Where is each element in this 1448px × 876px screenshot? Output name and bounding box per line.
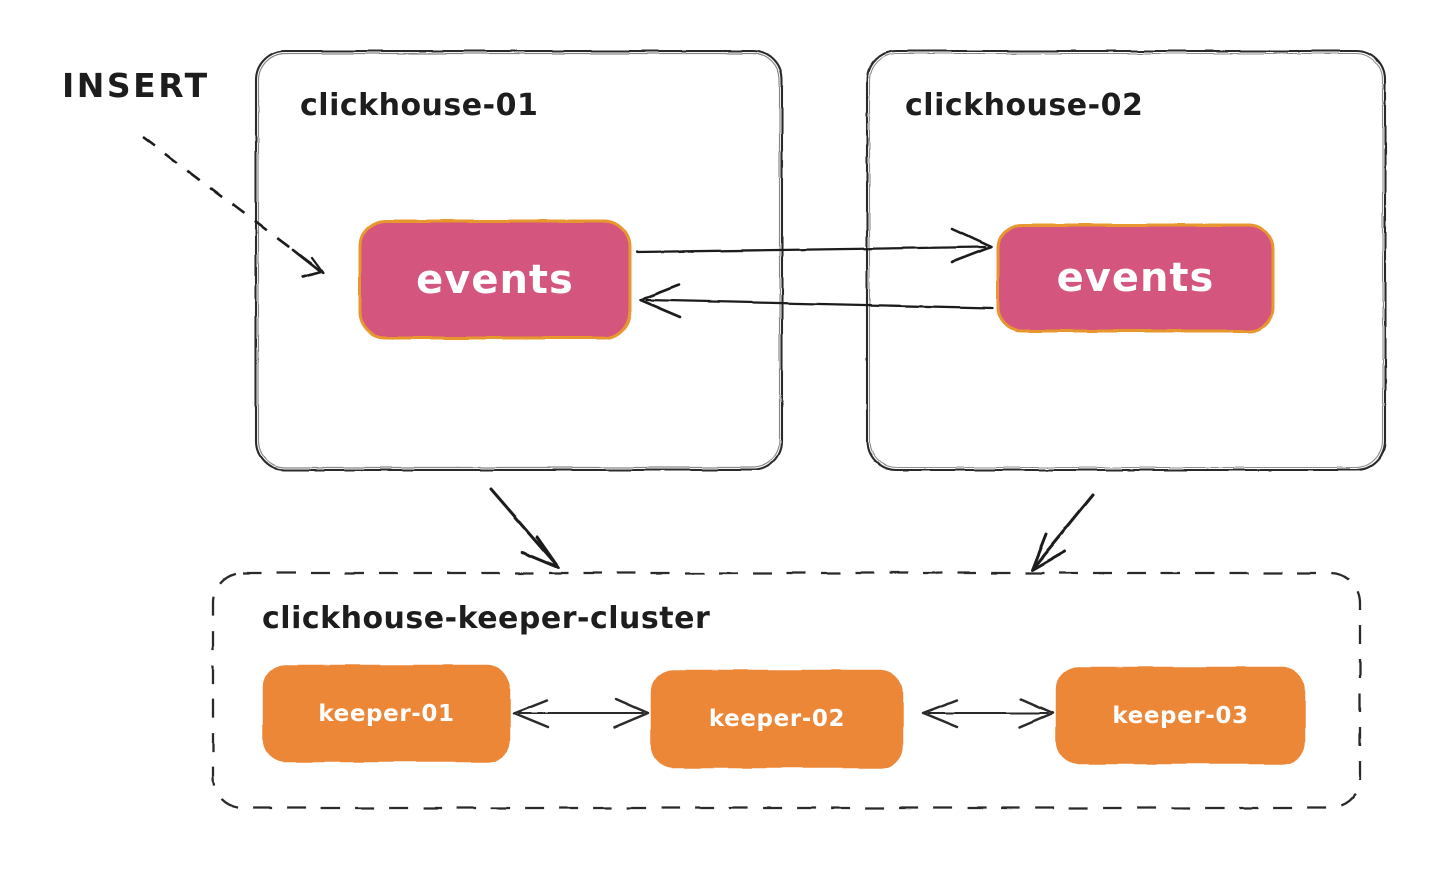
- insert-annotation-label: INSERT: [62, 66, 210, 105]
- table-node-events-01-label: events: [416, 256, 574, 303]
- arrow-ch02-to-keeper: [1030, 493, 1095, 572]
- arrow-ch01-to-keeper: [489, 487, 560, 569]
- keeper-node-keeper-03-label: keeper-03: [1112, 702, 1249, 729]
- keeper-node-keeper-01[interactable]: keeper-01: [262, 664, 511, 763]
- table-node-events-02-label: events: [1056, 255, 1215, 301]
- cluster-label-clickhouse-keeper-cluster: clickhouse-keeper-cluster: [262, 601, 711, 636]
- host-label-clickhouse-01: clickhouse-01: [300, 88, 539, 123]
- keeper-node-keeper-02-label: keeper-02: [708, 706, 846, 732]
- keeper-node-keeper-01-label: keeper-01: [318, 700, 455, 727]
- keeper-node-keeper-02[interactable]: keeper-02: [650, 669, 904, 769]
- keeper-node-keeper-03[interactable]: keeper-03: [1055, 666, 1306, 765]
- table-node-events-02[interactable]: events: [995, 222, 1276, 334]
- table-node-events-01[interactable]: events: [357, 218, 633, 341]
- host-label-clickhouse-02: clickhouse-02: [905, 88, 1144, 123]
